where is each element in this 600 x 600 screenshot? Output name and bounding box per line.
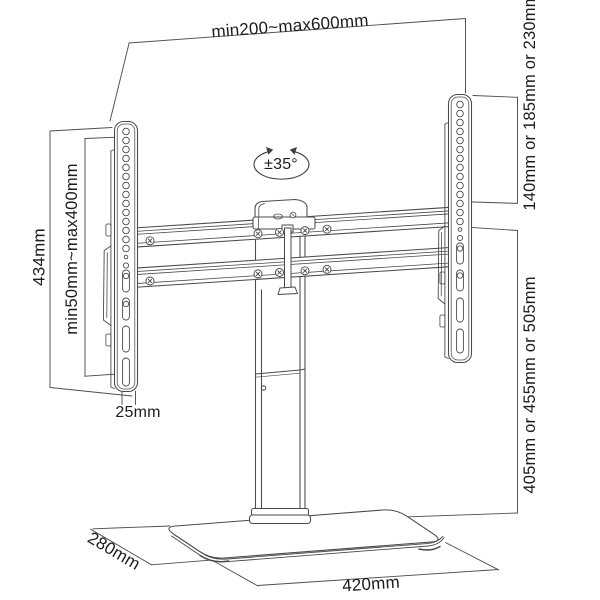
- dimension-label-vesa-range: min50mm~max400mm: [62, 163, 81, 335]
- dimension-label-stand-height-options: 405mm or 455mm or 505mm: [520, 276, 539, 494]
- dimension-label-bracket-depth: 25mm: [115, 404, 161, 421]
- right-vesa-bracket: [437, 93, 473, 364]
- base-plate: [168, 509, 445, 563]
- swivel-arrow-icon: [253, 147, 310, 180]
- swivel-angle-label: ±35°: [264, 155, 298, 173]
- rail-screws: [145, 224, 332, 286]
- column-foot: [248, 507, 312, 525]
- dimension-label-base-width: 420mm: [341, 572, 401, 595]
- dimension-label-bracket-height: 434mm: [29, 228, 49, 286]
- tilt-bracket: [277, 224, 298, 295]
- left-vesa-bracket: [102, 120, 139, 393]
- swivel-dome: [252, 198, 316, 230]
- dimension-label-vesa-height-options: 140mm or 185mm or 230mm: [520, 0, 539, 211]
